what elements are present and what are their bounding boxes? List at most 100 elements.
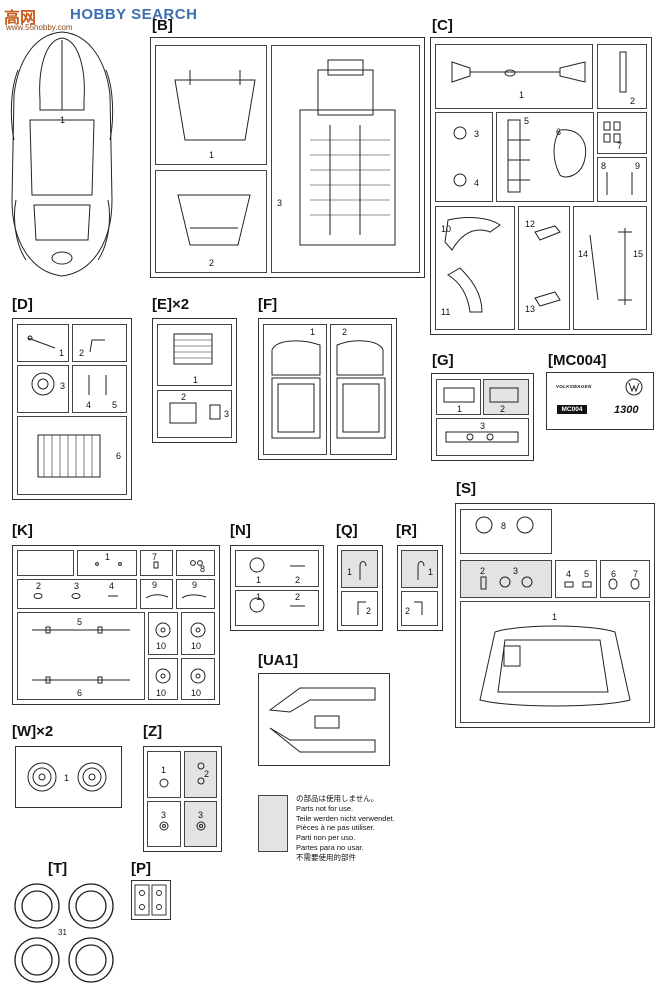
part-number: 6 xyxy=(116,451,122,461)
part-number: 14 xyxy=(578,249,589,259)
sprue-k-cell xyxy=(17,550,74,576)
part-number: 10 xyxy=(191,641,202,651)
sprue-z-cell-unused xyxy=(184,801,217,847)
sprue-d-cell xyxy=(17,416,127,495)
part-number: 7 xyxy=(152,552,158,562)
sprue-c-cell xyxy=(496,112,594,202)
part-number: 1 xyxy=(64,773,70,783)
part-number: 3 xyxy=(74,581,80,591)
part-number: 2 xyxy=(295,592,301,602)
section-label-e: [E]×2 xyxy=(152,296,190,313)
part-number: 31 xyxy=(58,928,67,937)
legend-line-fr: Pièces à ne pas utiliser. xyxy=(296,823,375,833)
sprue-n-cell xyxy=(235,550,319,587)
sprue-k-cell xyxy=(17,612,145,700)
part-number: 8 xyxy=(200,564,206,574)
legend-line-ja: の部品は使用しません。 xyxy=(296,794,379,803)
part-number: 3 xyxy=(513,566,519,576)
sprue-s-cell xyxy=(600,560,650,598)
part-number: 2 xyxy=(204,769,210,779)
part-number: 1 xyxy=(552,612,558,622)
part-number: 5 xyxy=(584,569,590,579)
part-number: 1 xyxy=(457,404,463,414)
sprue-z-cell-unused xyxy=(184,751,217,798)
sprue-p xyxy=(131,880,171,920)
sprue-k-cell xyxy=(140,579,173,609)
section-label-f: [F] xyxy=(258,296,278,313)
sprue-c-cell xyxy=(597,157,647,202)
part-number: 6 xyxy=(77,688,83,698)
decal-badge: MC004 xyxy=(557,405,587,414)
sprue-z-cell xyxy=(147,751,181,798)
part-number: 2 xyxy=(181,392,187,402)
part-number: 2 xyxy=(295,575,301,585)
part-number: 2 xyxy=(36,581,42,591)
section-label-p: [P] xyxy=(131,860,151,877)
watermark-site: HOBBY SEARCH xyxy=(70,6,198,23)
watermark: 高网 HOBBY SEARCH www.55hobby.com xyxy=(0,0,665,40)
part-number: 1 xyxy=(105,552,111,562)
part-number: 3 xyxy=(277,198,283,208)
section-label-z: [Z] xyxy=(143,723,163,740)
sprue-s-cell xyxy=(460,509,552,554)
sprue-q-cell xyxy=(341,591,378,626)
section-label-s: [S] xyxy=(456,480,476,497)
sprue-s-cell-unused xyxy=(460,560,552,598)
sprue-f-cell xyxy=(263,324,327,455)
part-number: 1 xyxy=(161,765,167,775)
part-number: 3 xyxy=(224,409,230,419)
sprue-s-cell xyxy=(555,560,597,598)
part-number: 5 xyxy=(112,400,118,410)
part-number: 2 xyxy=(342,327,348,337)
sprue-c-cell xyxy=(597,112,647,154)
part-number: 15 xyxy=(633,249,644,259)
section-label-t: [T] xyxy=(48,860,68,877)
part-number: 1 xyxy=(193,375,199,385)
part-number: 11 xyxy=(441,307,451,317)
sprue-k-cell xyxy=(181,612,215,655)
decal-badge-text: MC004 xyxy=(561,406,583,413)
part-number: 2 xyxy=(366,606,372,616)
part-number: 2 xyxy=(405,606,411,616)
section-label-ua1: [UA1] xyxy=(258,652,298,669)
sprue-k-cell xyxy=(176,550,215,576)
sprue-z-cell xyxy=(147,801,181,847)
sprue-c-cell xyxy=(573,206,647,330)
section-label-c: [C] xyxy=(432,17,453,34)
section-label-q: [Q] xyxy=(336,522,358,539)
sprue-b-cell xyxy=(271,45,420,273)
part-number: 3 xyxy=(474,129,480,139)
part-number: 2 xyxy=(79,348,85,358)
section-label-g: [G] xyxy=(432,352,454,369)
part-number: 4 xyxy=(86,400,92,410)
unused-parts-legend: の部品は使用しません。 Parts not for use. Teile wer… xyxy=(296,794,395,863)
sprue-b-cell xyxy=(155,45,267,165)
part-number: 13 xyxy=(525,304,536,314)
part-number: 10 xyxy=(156,641,167,651)
legend-line-zh: 不需要使用的部件 xyxy=(296,852,356,862)
sprue-d-cell xyxy=(17,324,69,362)
part-number: 4 xyxy=(566,569,572,579)
part-number: 6 xyxy=(556,127,562,137)
legend-line-de: Teile werden nicht verwendet. xyxy=(296,813,395,823)
part-number: 9 xyxy=(152,580,158,590)
legend-line-es: Partes para no usar. xyxy=(296,842,364,852)
watermark-url: www.55hobby.com xyxy=(6,23,73,32)
sprue-n-cell xyxy=(235,590,319,626)
sprue-e-cell xyxy=(157,390,232,438)
part-number: 12 xyxy=(525,219,536,229)
section-label-n: [N] xyxy=(230,522,251,539)
part-number: 5 xyxy=(524,116,530,126)
part-number: 3 xyxy=(480,421,486,431)
decal-model-text: 1300 xyxy=(614,404,639,416)
decal-brand-text: VOLKSWAGEN xyxy=(556,384,592,389)
part-number: 2 xyxy=(209,258,215,268)
watermark-prefix: 高网 xyxy=(4,8,37,27)
decal-sheet-mc004 xyxy=(546,372,654,430)
part-number: 7 xyxy=(633,569,639,579)
part-number: 1 xyxy=(310,327,316,337)
part-number: 1 xyxy=(347,567,353,577)
part-number: 5 xyxy=(77,617,83,627)
sprue-g-cell-unused xyxy=(483,379,529,415)
section-label-k: [K] xyxy=(12,522,33,539)
